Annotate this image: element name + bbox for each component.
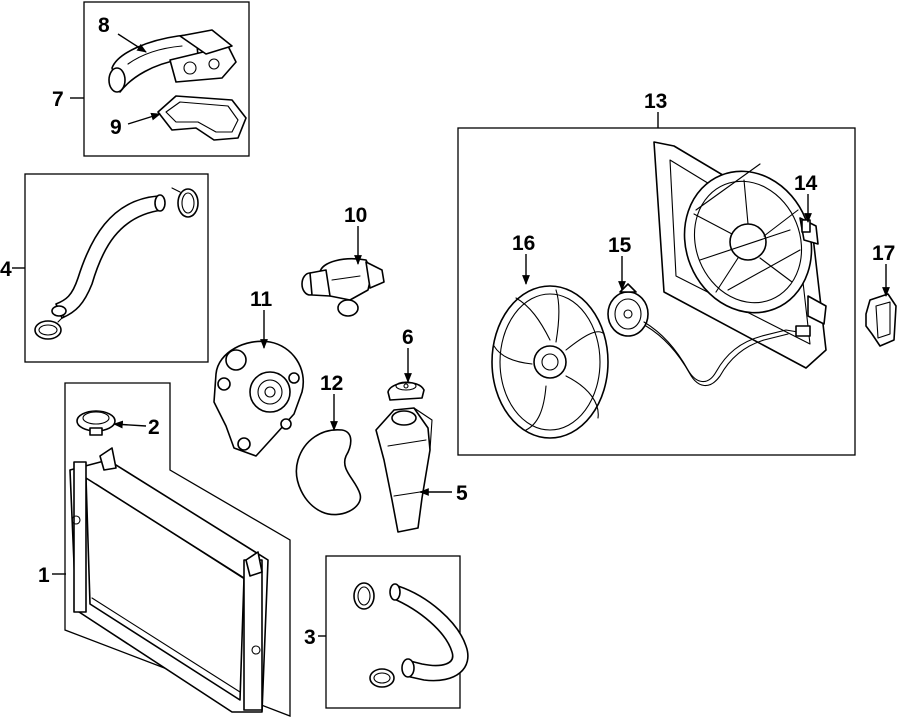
- lower-hose-clamp-bottom: [369, 668, 395, 688]
- cooling-fan-blade: [491, 285, 609, 439]
- callout-12: 12: [320, 372, 343, 395]
- frame-fan-shroud-group: [457, 127, 856, 456]
- upper-radiator-hose: [51, 194, 166, 319]
- leader-lines: [12, 33, 890, 637]
- water-outlet-fitting: [301, 257, 385, 317]
- frame-thermostat-group: [83, 1, 250, 157]
- callout-16: 16: [512, 232, 535, 255]
- callout-15: 15: [608, 234, 632, 257]
- callout-5: 5: [456, 482, 468, 505]
- fan-shroud: [653, 141, 827, 369]
- coolant-reservoir: [375, 407, 433, 533]
- callout-2: 2: [148, 416, 160, 439]
- frame-radiator-group: [64, 382, 291, 717]
- callout-4: 4: [0, 258, 12, 281]
- thermostat-housing: [108, 29, 237, 93]
- callout-3: 3: [304, 626, 316, 649]
- callout-11: 11: [250, 288, 273, 311]
- callout-1: 1: [38, 564, 50, 587]
- callout-8: 8: [98, 14, 110, 37]
- callout-9: 9: [110, 116, 122, 139]
- fan-motor-wire-harness: [643, 321, 811, 387]
- callout-labels: 8 7 9 4 10 11 6 12 2 5 1 3 13 14 15 16 1…: [0, 14, 895, 649]
- callout-14: 14: [794, 172, 818, 195]
- fan-motor: [607, 283, 649, 337]
- callout-13: 13: [644, 90, 667, 113]
- thermostat-gasket: [157, 95, 247, 141]
- water-pump-gasket: [295, 429, 362, 516]
- reservoir-cap: [387, 381, 425, 401]
- radiator-cap: [76, 410, 116, 436]
- radiator: [69, 447, 269, 713]
- lower-hose-clamp-top: [353, 582, 375, 610]
- callout-10: 10: [344, 204, 367, 227]
- callout-7: 7: [52, 88, 64, 111]
- fan-resistor: [865, 293, 897, 347]
- shroud-bracket: [801, 219, 811, 233]
- upper-hose-clamp-top: [171, 187, 199, 218]
- callout-6: 6: [402, 326, 414, 349]
- water-pump: [213, 340, 305, 457]
- upper-hose-clamp-bottom: [34, 315, 65, 340]
- callout-17: 17: [872, 242, 895, 265]
- lower-radiator-hose: [389, 583, 469, 682]
